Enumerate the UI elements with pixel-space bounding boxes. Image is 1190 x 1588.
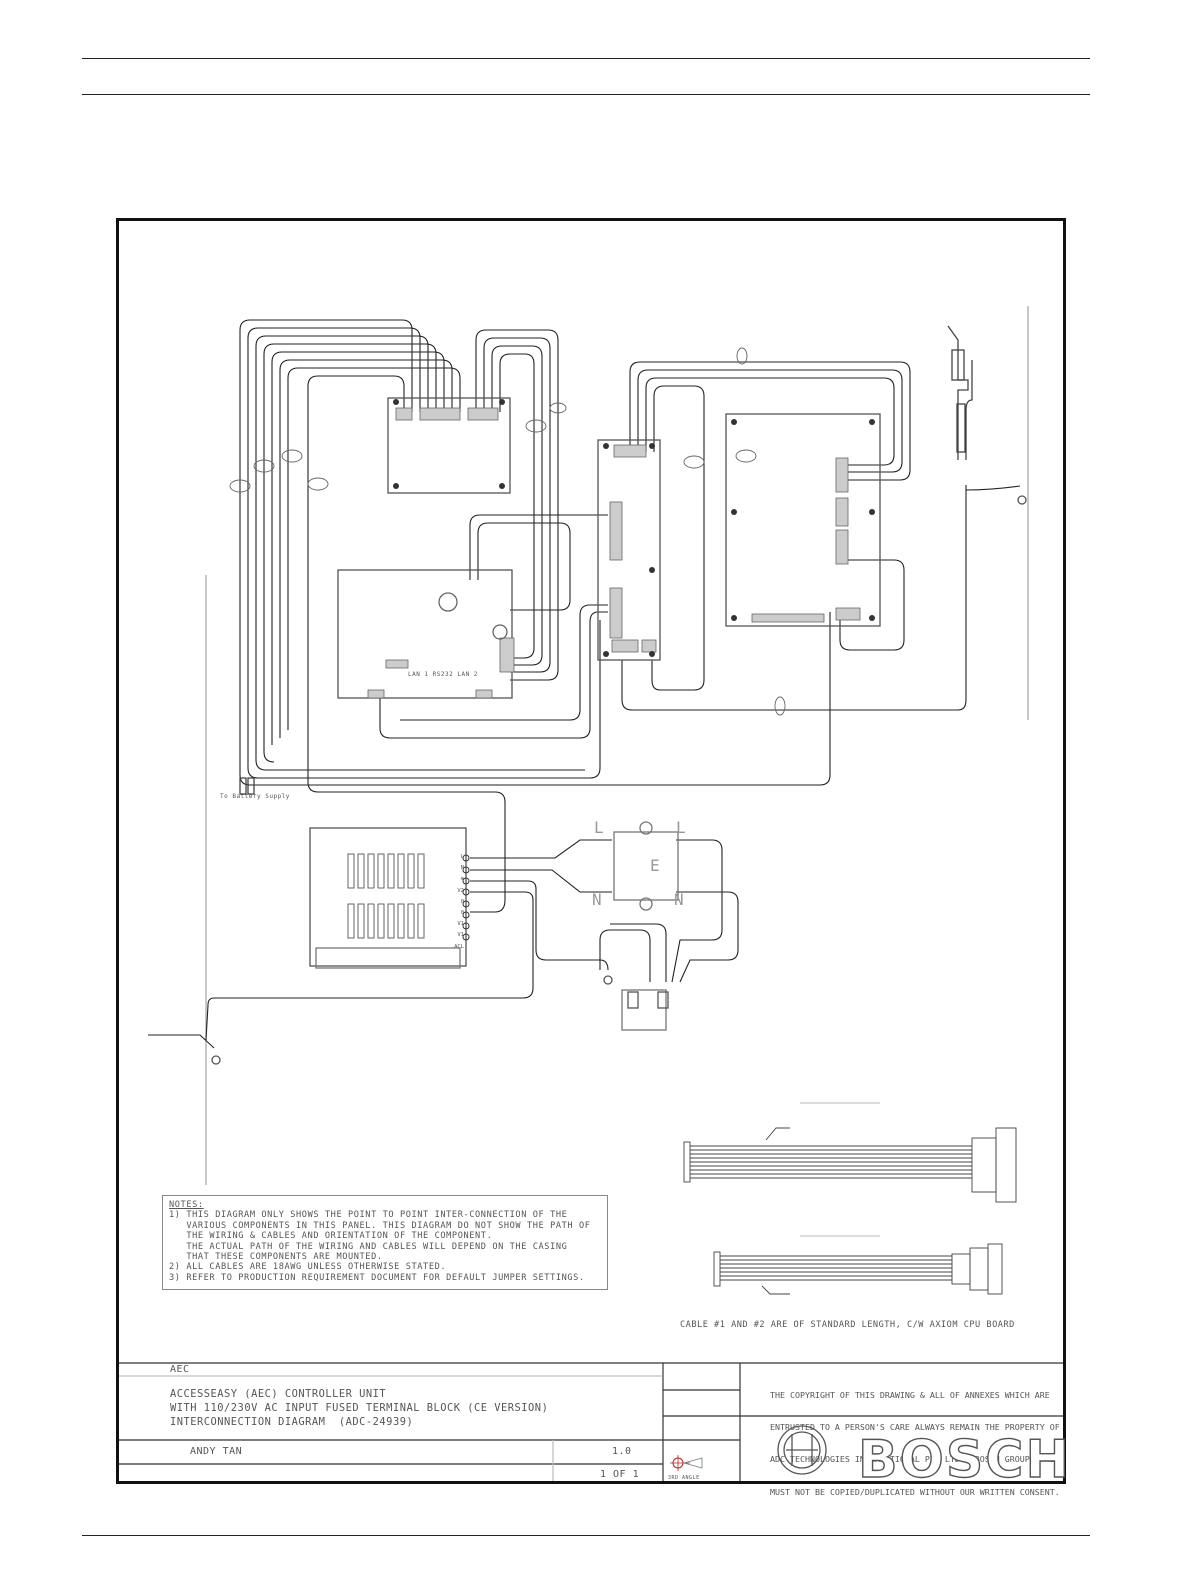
notes-box: NOTES: 1) THIS DIAGRAM ONLY SHOWS THE PO… <box>162 1195 608 1290</box>
notes-heading: NOTES: <box>169 1200 204 1210</box>
mains-N-right: N <box>674 890 685 909</box>
psu-terminal: 0 <box>460 910 464 917</box>
battery-label: To Battery Supply <box>220 793 290 800</box>
copyright-notice: THE COPYRIGHT OF THIS DRAWING & ALL OF A… <box>770 1368 1060 1508</box>
cable-2 <box>713 1235 1003 1295</box>
project-code: AEC <box>170 1364 190 1375</box>
header-rule-bottom <box>82 94 1090 95</box>
ribbon-cables <box>379 514 608 739</box>
sheet-number: 1 OF 1 <box>600 1469 640 1480</box>
revision: 1.0 <box>612 1446 632 1457</box>
header-rule-top <box>82 58 1090 59</box>
psu-terminal: L <box>460 854 464 860</box>
copyright-line: THE COPYRIGHT OF THIS DRAWING & ALL OF A… <box>770 1389 1050 1400</box>
psu-terminal: 0 <box>460 898 464 905</box>
drawn-by: ANDY TAN <box>190 1446 243 1457</box>
title-line-1: ACCESSEASY (AEC) CONTROLLER UNIT <box>170 1388 387 1400</box>
psu-terminal: V1 <box>457 921 464 928</box>
notes-line: THE ACTUAL PATH OF THE WIRING AND CABLES… <box>169 1241 568 1252</box>
notes-line: THAT THESE COMPONENTS ARE MOUNTED. <box>169 1252 383 1263</box>
mains-L-left: L <box>594 818 605 837</box>
bosch-logo: BOSCH <box>857 1429 1071 1490</box>
psu-terminal: ACL <box>454 943 464 950</box>
drawing-sheet-border <box>116 218 1066 1484</box>
psu-terminal: V1 <box>457 932 464 939</box>
notes-line: 1) THIS DIAGRAM ONLY SHOWS THE POINT TO … <box>169 1210 568 1221</box>
copyright-line: ENTRUSTED TO A PERSON'S CARE ALWAYS REMA… <box>770 1421 1060 1432</box>
lan-label: LAN 1 RS232 LAN 2 <box>408 671 478 678</box>
title-line-3: INTERCONNECTION DIAGRAM (ADC-24939) <box>170 1416 414 1428</box>
title-block-grid <box>119 1362 1063 1481</box>
cable-1 <box>683 1102 1017 1203</box>
psu-terminal-labels: L N ⊕ V2 0 0 V1 V1 ACL <box>454 852 464 953</box>
title-line-2: WITH 110/230V AC INPUT FUSED TERMINAL BL… <box>170 1402 549 1414</box>
copyright-line: ADC TECHNOLOGIES INTERNATIONAL PTE LTD -… <box>770 1454 1060 1465</box>
psu-terminal: N <box>460 865 464 872</box>
cable-standard-note: CABLE #1 AND #2 ARE OF STANDARD LENGTH, … <box>680 1320 1015 1330</box>
footer-rule <box>82 1535 1090 1536</box>
mains-N-left: N <box>592 890 603 909</box>
mains-E: E <box>650 856 661 875</box>
notes-line: VARIOUS COMPONENTS IN THIS PANEL. THIS D… <box>169 1220 591 1231</box>
notes-line: THE WIRING & CABLES AND ORIENTATION OF T… <box>169 1231 493 1242</box>
psu-terminal: V2 <box>457 887 464 894</box>
notes-line: 2) ALL CABLES ARE 18AWG UNLESS OTHERWISE… <box>169 1262 447 1273</box>
copyright-line: MUST NOT BE COPIED/DUPLICATED WITHOUT OU… <box>770 1486 1060 1497</box>
psu-terminal: ⊕ <box>460 876 464 883</box>
wire-bundle-left <box>239 319 831 913</box>
notes-line: 3) REFER TO PRODUCTION REQUIREMENT DOCUM… <box>169 1272 585 1283</box>
projection-label: 3RD ANGLE <box>668 1475 700 1481</box>
mains-L-right: L <box>676 818 687 837</box>
wire-bundle-center <box>475 329 559 681</box>
wire-bundle-right <box>621 360 1021 711</box>
